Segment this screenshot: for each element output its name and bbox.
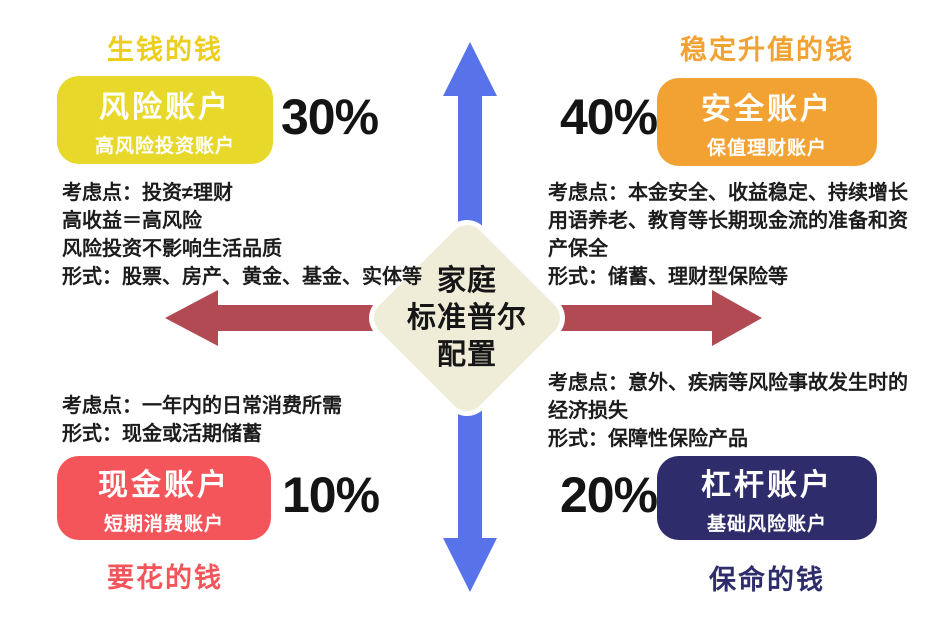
account-subtitle-leverage: 基础风险账户 (706, 514, 827, 535)
account-subtitle-safety: 保值理财账户 (706, 138, 827, 159)
description-top-right: 考虑点：本金安全、收益稳定、持续增长 用语养老、教育等长期现金流的准备和资 产保… (548, 182, 908, 288)
account-title-cash: 现金账户 (98, 469, 230, 502)
account-title-safety: 安全账户 (701, 93, 833, 126)
account-box-risk: 风险账户 高风险投资账户 (57, 76, 273, 164)
percent-bottom-left: 10% (282, 467, 380, 523)
account-subtitle-cash: 短期消费账户 (103, 514, 224, 535)
corner-label-bottom-right: 保命的钱 (709, 565, 825, 595)
percent-bottom-right: 20% (560, 467, 658, 523)
description-bottom-left: 考虑点：一年内的日常消费所需 形式：现金或活期储蓄 (62, 395, 342, 445)
account-box-safety: 安全账户 保值理财账户 (657, 78, 877, 166)
corner-label-bottom-left: 要花的钱 (107, 563, 223, 593)
account-box-cash: 现金账户 短期消费账户 (57, 456, 271, 540)
account-title-risk: 风险账户 (99, 91, 231, 124)
corner-label-top-left: 生钱的钱 (107, 35, 223, 65)
corner-label-top-right: 稳定升值的钱 (680, 35, 854, 65)
percent-top-left: 30% (281, 89, 379, 145)
description-top-left: 考虑点：投资≠理财 高收益＝高风险 风险投资不影响生活品质 形式：股票、房产、黄… (62, 182, 422, 288)
account-title-leverage: 杠杆账户 (701, 469, 833, 502)
account-box-leverage: 杠杆账户 基础风险账户 (657, 456, 877, 540)
percent-top-right: 40% (560, 89, 658, 145)
account-subtitle-risk: 高风险投资账户 (94, 136, 235, 157)
description-bottom-right: 考虑点：意外、疾病等风险事故发生时的 经济损失 形式：保障性保险产品 (548, 372, 908, 450)
